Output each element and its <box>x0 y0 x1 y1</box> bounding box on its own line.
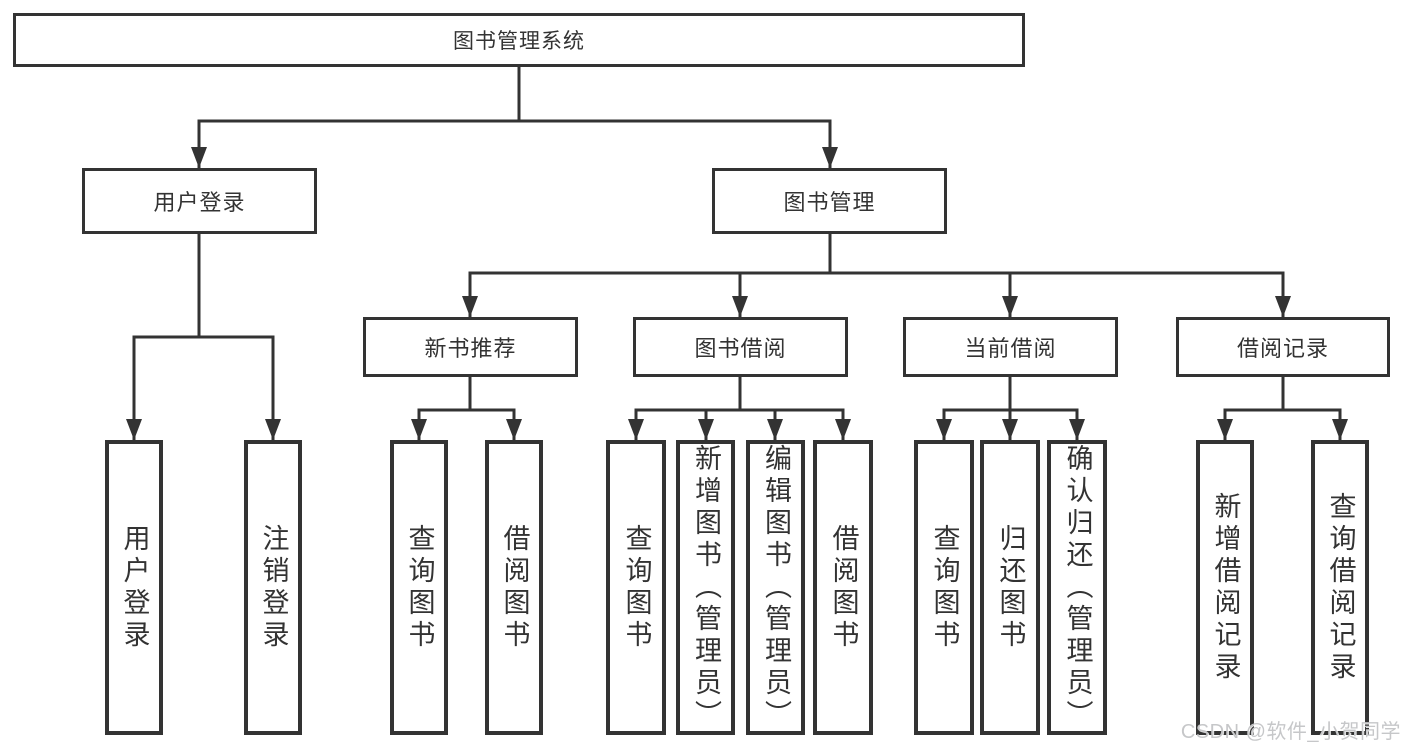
node-user-login: 用户登录 <box>82 168 317 234</box>
node-borrow-records: 借阅记录 <box>1176 317 1390 377</box>
leaf-query-books-borrow: 查询图书 <box>606 440 666 735</box>
leaf-label: 查询图书 <box>404 523 435 652</box>
node-root: 图书管理系统 <box>13 13 1025 67</box>
leaf-query-books-recommend: 查询图书 <box>390 440 448 735</box>
node-current-borrow: 当前借阅 <box>903 317 1118 377</box>
leaf-label: 归还图书 <box>995 523 1026 652</box>
leaf-add-borrow-record: 新增借阅记录 <box>1196 440 1254 735</box>
leaf-label: 借阅图书 <box>499 523 530 652</box>
leaf-label: 新增图书（管理员） <box>691 443 721 732</box>
leaf-label: 查询图书 <box>621 523 652 652</box>
leaf-label: 查询借阅记录 <box>1325 491 1356 684</box>
leaf-query-books-current: 查询图书 <box>914 440 974 735</box>
csdn-watermark: CSDN @软件_小贺同学 <box>1180 721 1401 743</box>
node-book-management: 图书管理 <box>712 168 947 234</box>
leaf-query-borrow-record: 查询借阅记录 <box>1311 440 1369 735</box>
node-new-book-recommend: 新书推荐 <box>363 317 578 377</box>
leaf-borrow-books-recommend: 借阅图书 <box>485 440 543 735</box>
leaf-user-login: 用户登录 <box>105 440 163 735</box>
leaf-add-book-admin: 新增图书（管理员） <box>676 440 735 735</box>
leaf-edit-book-admin: 编辑图书（管理员） <box>746 440 805 735</box>
connector-path <box>132 67 1342 440</box>
leaf-label: 查询图书 <box>929 523 960 652</box>
leaf-return-books: 归还图书 <box>980 440 1040 735</box>
leaf-label: 注销登录 <box>258 523 289 652</box>
leaf-label: 用户登录 <box>119 523 150 652</box>
leaf-confirm-return-admin: 确认归还（管理员） <box>1047 440 1107 735</box>
leaf-logout: 注销登录 <box>244 440 302 735</box>
leaf-label: 编辑图书（管理员） <box>761 443 791 732</box>
leaf-label: 确认归还（管理员） <box>1062 443 1093 732</box>
leaf-label: 新增借阅记录 <box>1210 491 1241 684</box>
leaf-label: 借阅图书 <box>828 523 859 652</box>
node-book-borrow: 图书借阅 <box>633 317 848 377</box>
leaf-borrow-books: 借阅图书 <box>813 440 873 735</box>
